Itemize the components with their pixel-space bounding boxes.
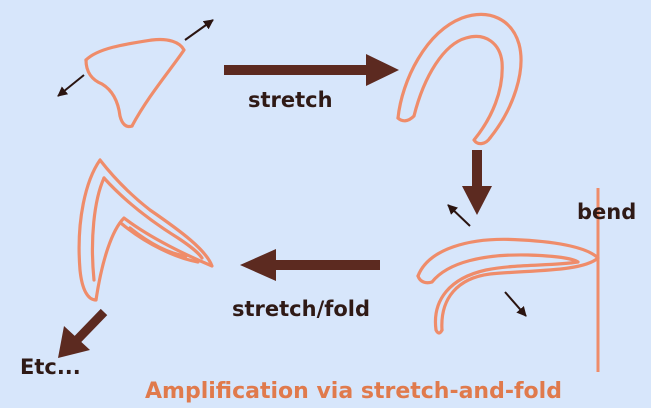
bend-arrow-up (448, 205, 470, 226)
stretch-arrow-upper-right (185, 20, 213, 40)
diagram-caption: Amplification via stretch-and-fold (145, 379, 562, 404)
etc-label: Etc... (20, 355, 81, 379)
arrow-to-stretched (224, 54, 399, 86)
stretch-label: stretch (248, 88, 333, 112)
bend-label: bend (577, 200, 636, 224)
stage-initial-band (86, 39, 184, 126)
arrow-to-bend (462, 150, 492, 215)
bend-arrow-down (505, 292, 526, 316)
arrow-to-folded (240, 249, 380, 281)
stretch-arrow-lower-left (58, 75, 84, 96)
arrow-to-etc (58, 312, 104, 358)
stage-stretched-band (398, 14, 521, 143)
stage-bent-band (418, 239, 598, 333)
stage-folded-band (79, 160, 212, 300)
stretch-fold-label: stretch/fold (232, 297, 370, 321)
